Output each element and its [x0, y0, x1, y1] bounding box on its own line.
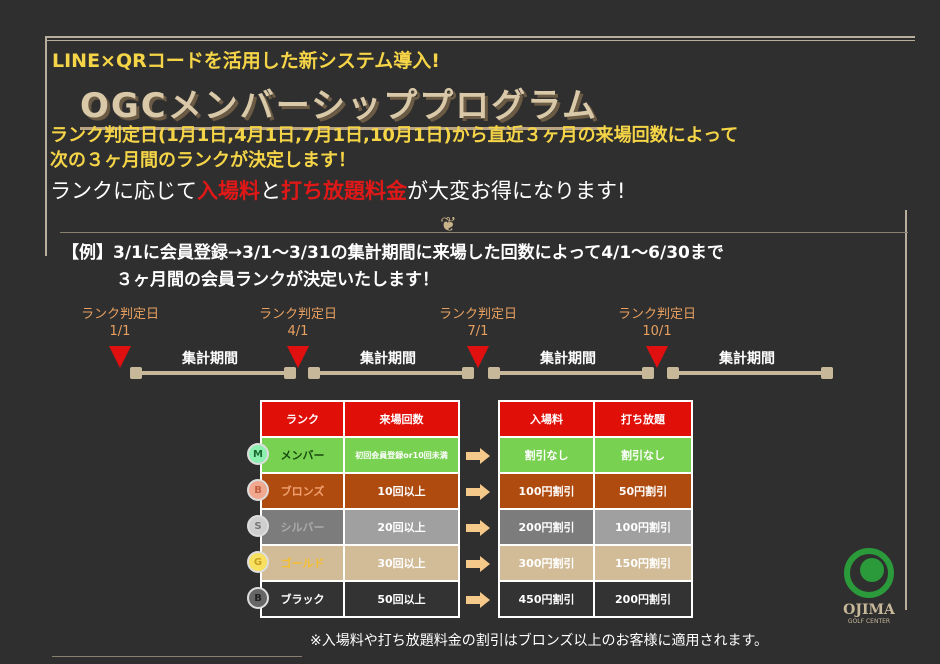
arrow-right-icon [466, 484, 490, 500]
benefit-post: が大変お得になります! [407, 179, 626, 203]
judgment-day-label: ランク判定日 [80, 307, 159, 322]
rank-desc-line-2: 次の３ヶ月間のランクが決定します！ [50, 150, 356, 171]
logo-sub: GOLF CENTER [847, 618, 891, 625]
period-label: 集計期間 [182, 351, 238, 367]
triangle-marker-icon [287, 346, 309, 368]
frame-left [45, 36, 47, 256]
judgment-date: 1/1 [109, 324, 131, 339]
unlimited-cell: 50円割引 [593, 472, 693, 510]
rank-medal-icon: S [247, 515, 269, 537]
entry-cell: 割引なし [498, 436, 595, 474]
period-label: 集計期間 [360, 351, 416, 367]
period-start-cap [488, 367, 500, 379]
period-start-cap [667, 367, 679, 379]
judgment-day-label: ランク判定日 [438, 307, 517, 322]
period-end-cap [642, 367, 654, 379]
period-bar [677, 371, 827, 375]
entry-cell: 450円割引 [498, 580, 595, 618]
judgment-date: 4/1 [287, 324, 309, 339]
rank-medal-icon: B [247, 479, 269, 501]
rank-cell: ブラック [260, 580, 345, 618]
benefit-unlimited: 打ち放題料金 [281, 179, 407, 203]
period-start-cap [130, 367, 142, 379]
header-rank: ランク [260, 400, 345, 438]
triangle-marker-icon [467, 346, 489, 368]
visits-cell: 30回以上 [343, 544, 460, 582]
ornament-icon: ❦ [440, 212, 457, 236]
frame-divider [60, 232, 908, 233]
frame-right [905, 210, 907, 610]
benefit-line: ランクに応じて入場料と打ち放題料金が大変お得になります! [50, 175, 625, 205]
entry-cell: 100円割引 [498, 472, 595, 510]
entry-cell: 200円割引 [498, 508, 595, 546]
rank-cell: ゴールド [260, 544, 345, 582]
unlimited-cell: 150円割引 [593, 544, 693, 582]
visits-cell: 20回以上 [343, 508, 460, 546]
judgment-day-label: ランク判定日 [617, 307, 696, 322]
triangle-marker-icon [646, 346, 668, 368]
page-title: OGCメンバーシッププログラム [80, 78, 605, 130]
header-unlimited: 打ち放題 [593, 400, 693, 438]
period-end-cap [821, 367, 833, 379]
visits-cell: 10回以上 [343, 472, 460, 510]
period-bar [318, 371, 468, 375]
period-label: 集計期間 [719, 351, 775, 367]
judgment-date: 10/1 [642, 324, 672, 339]
rank-medal-icon: B [247, 587, 269, 609]
arrow-right-icon [466, 592, 490, 608]
example-line-1: 【例】3/1に会員登録→3/1〜3/31の集計期間に来場した回数によって4/1〜… [62, 243, 724, 263]
period-label: 集計期間 [540, 351, 596, 367]
unlimited-cell: 100円割引 [593, 508, 693, 546]
frame-bottom [52, 656, 302, 657]
headline: LINE×QRコードを活用した新システム導入! [52, 50, 440, 72]
visits-cell: 初回会員登録or10回未満 [343, 436, 460, 474]
period-start-cap [308, 367, 320, 379]
arrow-right-icon [466, 520, 490, 536]
judgment-date: 7/1 [467, 324, 489, 339]
entry-cell: 300円割引 [498, 544, 595, 582]
example-line-2: ３ヶ月間の会員ランクが決定いたします！ [116, 270, 439, 290]
logo-name: OJIMA [843, 602, 895, 618]
frame-top [45, 36, 915, 41]
example: 【例】3/1に会員登録→3/1〜3/31の集計期間に来場した回数によって4/1〜… [62, 240, 724, 294]
logo: OJIMA GOLF CENTER [838, 548, 900, 625]
footnote: ※入場料や打ち放題料金の割引はブロンズ以上のお客様に適用されます。 [310, 633, 769, 649]
period-bar [140, 371, 290, 375]
rank-cell: メンバー [260, 436, 345, 474]
rank-medal-icon: G [247, 551, 269, 573]
arrow-right-icon [466, 556, 490, 572]
benefit-mid: と [260, 179, 281, 203]
golf-ball-icon [844, 548, 894, 598]
period-end-cap [284, 367, 296, 379]
header-entry-fee: 入場料 [498, 400, 595, 438]
judgment-day-label: ランク判定日 [258, 307, 337, 322]
arrow-right-icon [466, 448, 490, 464]
rank-cell: シルバー [260, 508, 345, 546]
benefit-entry: 入場料 [197, 179, 260, 203]
rank-medal-icon: M [247, 443, 269, 465]
unlimited-cell: 200円割引 [593, 580, 693, 618]
rank-cell: ブロンズ [260, 472, 345, 510]
header-visits: 来場回数 [343, 400, 460, 438]
period-bar [498, 371, 648, 375]
visits-cell: 50回以上 [343, 580, 460, 618]
benefit-pre: ランクに応じて [50, 179, 197, 203]
rank-desc-line-1: ランク判定日(1月1日,4月1日,7月1日,10月1日)から直近３ヶ月の来場回数… [50, 125, 739, 146]
unlimited-cell: 割引なし [593, 436, 693, 474]
period-end-cap [462, 367, 474, 379]
rank-description: ランク判定日(1月1日,4月1日,7月1日,10月1日)から直近３ヶ月の来場回数… [50, 123, 738, 173]
triangle-marker-icon [109, 346, 131, 368]
